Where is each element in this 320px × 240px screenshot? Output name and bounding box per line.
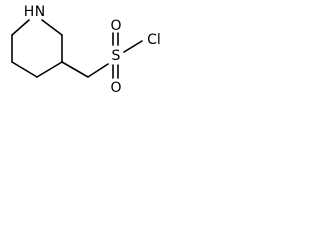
- structure-canvas: H N S O O Cl: [0, 0, 188, 124]
- atom-label-o-lower: O: [110, 80, 121, 96]
- atom-label-h: H: [24, 4, 35, 20]
- bond-c6-n: [11, 19, 30, 36]
- chemical-structure: H N S O O Cl: [11, 4, 161, 96]
- bond-c3-ch2: [61, 61, 89, 78]
- bond-ch2-s: [87, 63, 109, 78]
- atom-label-o-upper: O: [110, 18, 121, 34]
- bond-c3-c4: [36, 61, 63, 78]
- atom-label-s: S: [112, 48, 121, 64]
- bond-n-c2: [41, 19, 63, 36]
- atom-label-cl: Cl: [147, 32, 161, 48]
- atom-label-n: N: [35, 4, 45, 20]
- bond-c4-c5: [11, 61, 38, 78]
- bond-s-cl: [123, 40, 143, 53]
